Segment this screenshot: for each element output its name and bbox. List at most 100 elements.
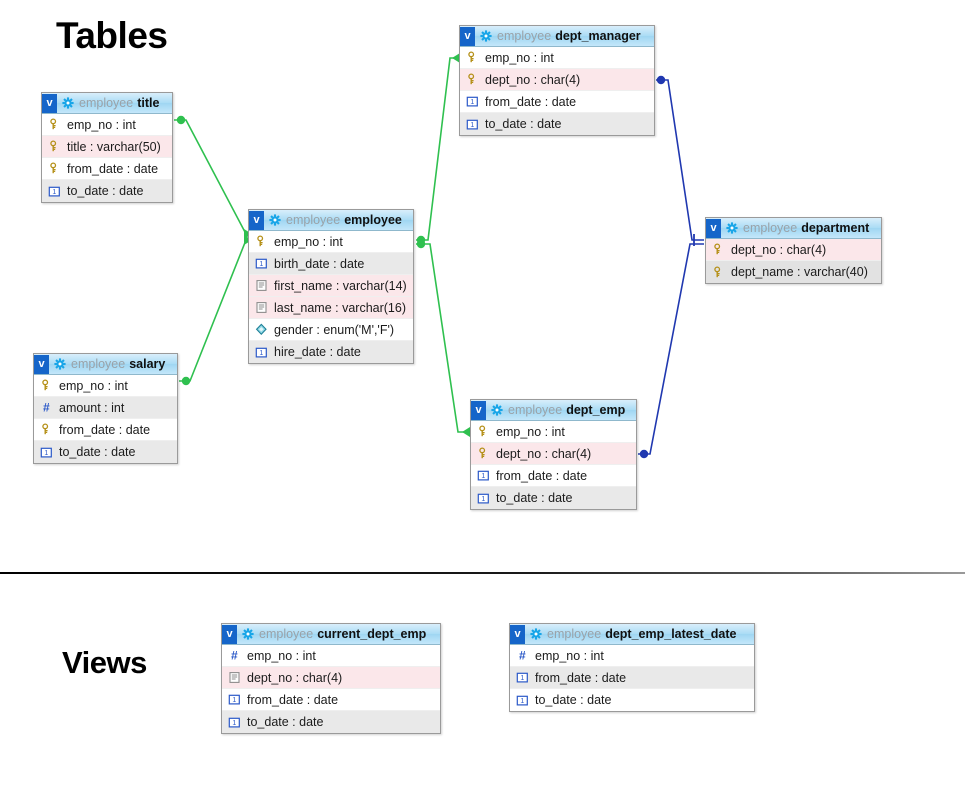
rel-dept-emp-department <box>638 243 704 459</box>
column-row[interactable]: 1 to_date : date <box>510 689 754 711</box>
entity-table-name: salary <box>129 357 166 371</box>
section-divider <box>0 572 965 574</box>
gear-icon <box>62 97 74 109</box>
view-badge-icon: v <box>510 624 525 644</box>
column-label: dept_no : char(4) <box>485 72 581 87</box>
entity-table-name: department <box>801 221 870 235</box>
column-row[interactable]: emp_no : int <box>460 47 654 69</box>
column-row[interactable]: first_name : varchar(14) <box>249 275 413 297</box>
column-row[interactable]: from_date : date <box>42 158 172 180</box>
column-row[interactable]: emp_no : int <box>471 421 636 443</box>
calendar-icon: 1 <box>466 96 478 107</box>
gear-icon <box>54 358 66 370</box>
column-label: emp_no : int <box>496 424 565 439</box>
number-icon: # <box>231 649 238 662</box>
section-title-views: Views <box>62 645 147 680</box>
column-row[interactable]: 1 from_date : date <box>510 667 754 689</box>
column-row[interactable]: gender : enum('M','F') <box>249 319 413 341</box>
column-row[interactable]: dept_no : char(4) <box>471 443 636 465</box>
column-row[interactable]: emp_no : int <box>34 375 177 397</box>
calendar-icon: 1 <box>516 695 528 706</box>
column-label: title : varchar(50) <box>67 139 161 154</box>
svg-text:#: # <box>43 401 50 414</box>
column-row[interactable]: 1 to_date : date <box>42 180 172 202</box>
column-row[interactable]: dept_no : char(4) <box>460 69 654 91</box>
column-label: gender : enum('M','F') <box>274 322 395 337</box>
svg-text:1: 1 <box>470 122 474 129</box>
rel-salary-employee <box>179 235 258 386</box>
view-badge-icon: v <box>34 354 49 374</box>
calendar-icon: 1 <box>477 470 489 481</box>
key-icon <box>468 73 475 85</box>
column-row[interactable]: dept_no : char(4) <box>706 239 881 261</box>
column-label: first_name : varchar(14) <box>274 278 407 293</box>
column-label: dept_name : varchar(40) <box>731 265 868 279</box>
svg-text:1: 1 <box>52 189 56 196</box>
column-label: to_date : date <box>247 715 324 729</box>
column-label: hire_date : date <box>274 345 361 359</box>
column-label: last_name : varchar(16) <box>274 300 407 315</box>
entity-table-name: dept_manager <box>555 29 641 43</box>
column-row[interactable]: #amount : int <box>34 397 177 419</box>
column-row[interactable]: from_date : date <box>34 419 177 441</box>
column-label: to_date : date <box>67 184 144 198</box>
column-label: to_date : date <box>535 693 612 707</box>
key-icon <box>42 379 49 391</box>
column-label: dept_no : char(4) <box>247 670 343 685</box>
column-row[interactable]: #emp_no : int <box>510 645 754 667</box>
column-row[interactable]: #emp_no : int <box>222 645 440 667</box>
entity-schema-name: employee <box>259 627 314 641</box>
column-row[interactable]: emp_no : int <box>42 114 172 136</box>
calendar-icon: 1 <box>48 186 60 197</box>
entity-table-name: dept_emp <box>566 403 626 417</box>
svg-text:1: 1 <box>520 675 524 682</box>
view-badge-icon: v <box>471 400 486 420</box>
rel-employee-dept-manager <box>416 53 462 245</box>
view-badge-icon: v <box>42 93 57 113</box>
column-label: emp_no : int <box>67 117 136 132</box>
entity-table-name: title <box>137 96 160 110</box>
column-row[interactable]: dept_no : char(4) <box>222 667 440 689</box>
gear-icon <box>491 404 503 416</box>
column-row[interactable]: last_name : varchar(16) <box>249 297 413 319</box>
column-label: birth_date : date <box>274 256 365 271</box>
entity-schema-name: employee <box>497 29 552 43</box>
view-badge-icon: v <box>460 26 475 46</box>
calendar-icon: 1 <box>40 447 52 458</box>
key-icon <box>479 425 486 437</box>
column-row[interactable]: title : varchar(50) <box>42 136 172 158</box>
column-label: emp_no : int <box>535 648 604 663</box>
column-row[interactable]: emp_no : int <box>249 231 413 253</box>
column-row[interactable]: dept_name : varchar(40) <box>706 261 881 283</box>
text-icon <box>229 672 240 683</box>
gear-icon <box>242 628 254 640</box>
calendar-icon: 1 <box>228 694 240 705</box>
calendar-icon: 1 <box>516 672 528 683</box>
column-label: from_date : date <box>535 670 627 685</box>
